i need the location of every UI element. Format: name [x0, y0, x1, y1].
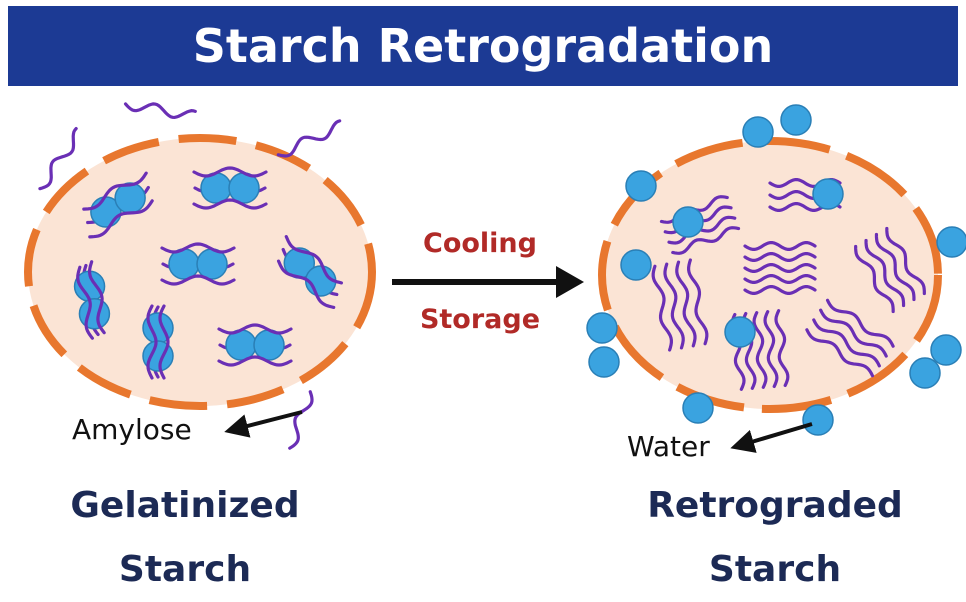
- retrograded-interior: [586, 104, 966, 436]
- amylose-chain-icon: [284, 235, 344, 285]
- water-molecule-icon: [672, 206, 704, 238]
- water-molecule-icon: [909, 357, 941, 389]
- amylose-chain-icon: [276, 259, 336, 309]
- water-molecule-icon: [114, 182, 146, 214]
- amylose-pointer-arrow: [224, 410, 303, 438]
- amylose-chain-icon: [160, 242, 236, 254]
- amylose-chain-icon: [687, 258, 709, 346]
- amylose-chain-icon: [812, 318, 881, 368]
- gelatinized-starch-caption: Gelatinized Starch: [40, 474, 330, 602]
- arrow-right-icon: [392, 266, 584, 298]
- storage-label: Storage: [419, 304, 541, 335]
- amylose-chain-icon: [743, 241, 817, 251]
- amylose-chain-icon: [651, 264, 673, 352]
- water-molecule-icon: [78, 298, 111, 330]
- caption-line: Starch: [118, 549, 252, 590]
- water-molecule-icon: [742, 116, 774, 148]
- amylose-chain-icon: [217, 355, 293, 367]
- amylose-label: Amylose: [72, 413, 192, 446]
- caption-line: Gelatinized: [70, 485, 300, 526]
- amylose-chain-icon: [819, 308, 888, 358]
- amylose-chain-icon: [743, 263, 817, 273]
- amylose-chain-icon: [38, 126, 78, 191]
- amylose-chain-icon: [288, 390, 314, 450]
- amylose-chain-icon: [76, 265, 94, 340]
- amylose-chain-icon: [743, 274, 817, 284]
- cooling-label: Cooling: [423, 228, 537, 259]
- amylose-chain-icon: [276, 119, 342, 158]
- caption-line: Retrograded: [647, 485, 903, 526]
- water-molecule-icon: [586, 312, 618, 344]
- amylose-chain-icon: [217, 323, 293, 335]
- water-pointer-arrow: [730, 422, 813, 453]
- amylose-chain-icon: [192, 166, 268, 178]
- amylose-chain-icon: [675, 260, 697, 348]
- water-molecule-icon: [936, 226, 966, 258]
- water-molecule-icon: [930, 334, 962, 366]
- amylose-chain-icon: [743, 285, 817, 295]
- water-molecule-icon: [588, 346, 620, 378]
- amylose-chain-icon: [667, 215, 737, 245]
- water-molecule-icon: [802, 404, 834, 436]
- amylose-chain-icon: [774, 309, 790, 388]
- amylose-chain-icon: [864, 238, 906, 308]
- amylose-chain-icon: [885, 226, 926, 296]
- amylose-chain-icon: [752, 311, 768, 389]
- amylose-chain-icon: [160, 274, 236, 286]
- amylose-chain-icon: [663, 262, 685, 350]
- water-molecule-icon: [620, 249, 652, 281]
- amylose-chain-icon: [874, 232, 916, 302]
- amylose-chain-icon: [123, 102, 197, 120]
- page-title: Starch Retrogradation: [192, 19, 774, 73]
- amylose-chain-icon: [743, 252, 817, 262]
- amylose-chain-icon: [763, 310, 779, 388]
- water-label: Water: [627, 430, 710, 463]
- water-molecule-icon: [682, 392, 714, 424]
- amylose-chain-icon: [854, 244, 895, 314]
- caption-line: Starch: [708, 549, 842, 590]
- retrograded-starch-caption: Retrograded Starch: [620, 474, 930, 602]
- water-molecule-icon: [724, 316, 756, 348]
- granule-border: [24, 134, 376, 410]
- gelatinized-interior: [38, 102, 344, 450]
- amylose-chain-icon: [88, 199, 154, 239]
- amylose-chain-icon: [805, 328, 875, 378]
- amylose-chain-icon: [87, 260, 106, 335]
- amylose-chain-icon: [825, 298, 895, 348]
- amylose-chain-icon: [82, 171, 148, 211]
- water-molecule-icon: [625, 170, 657, 202]
- title-bar: Starch Retrogradation: [8, 6, 958, 86]
- water-molecule-icon: [780, 104, 812, 136]
- amylose-chain-icon: [158, 304, 170, 380]
- amylose-chain-icon: [671, 226, 741, 255]
- amylose-chain-icon: [146, 304, 158, 380]
- water-molecule-icon: [812, 178, 844, 210]
- amylose-chain-icon: [192, 198, 268, 210]
